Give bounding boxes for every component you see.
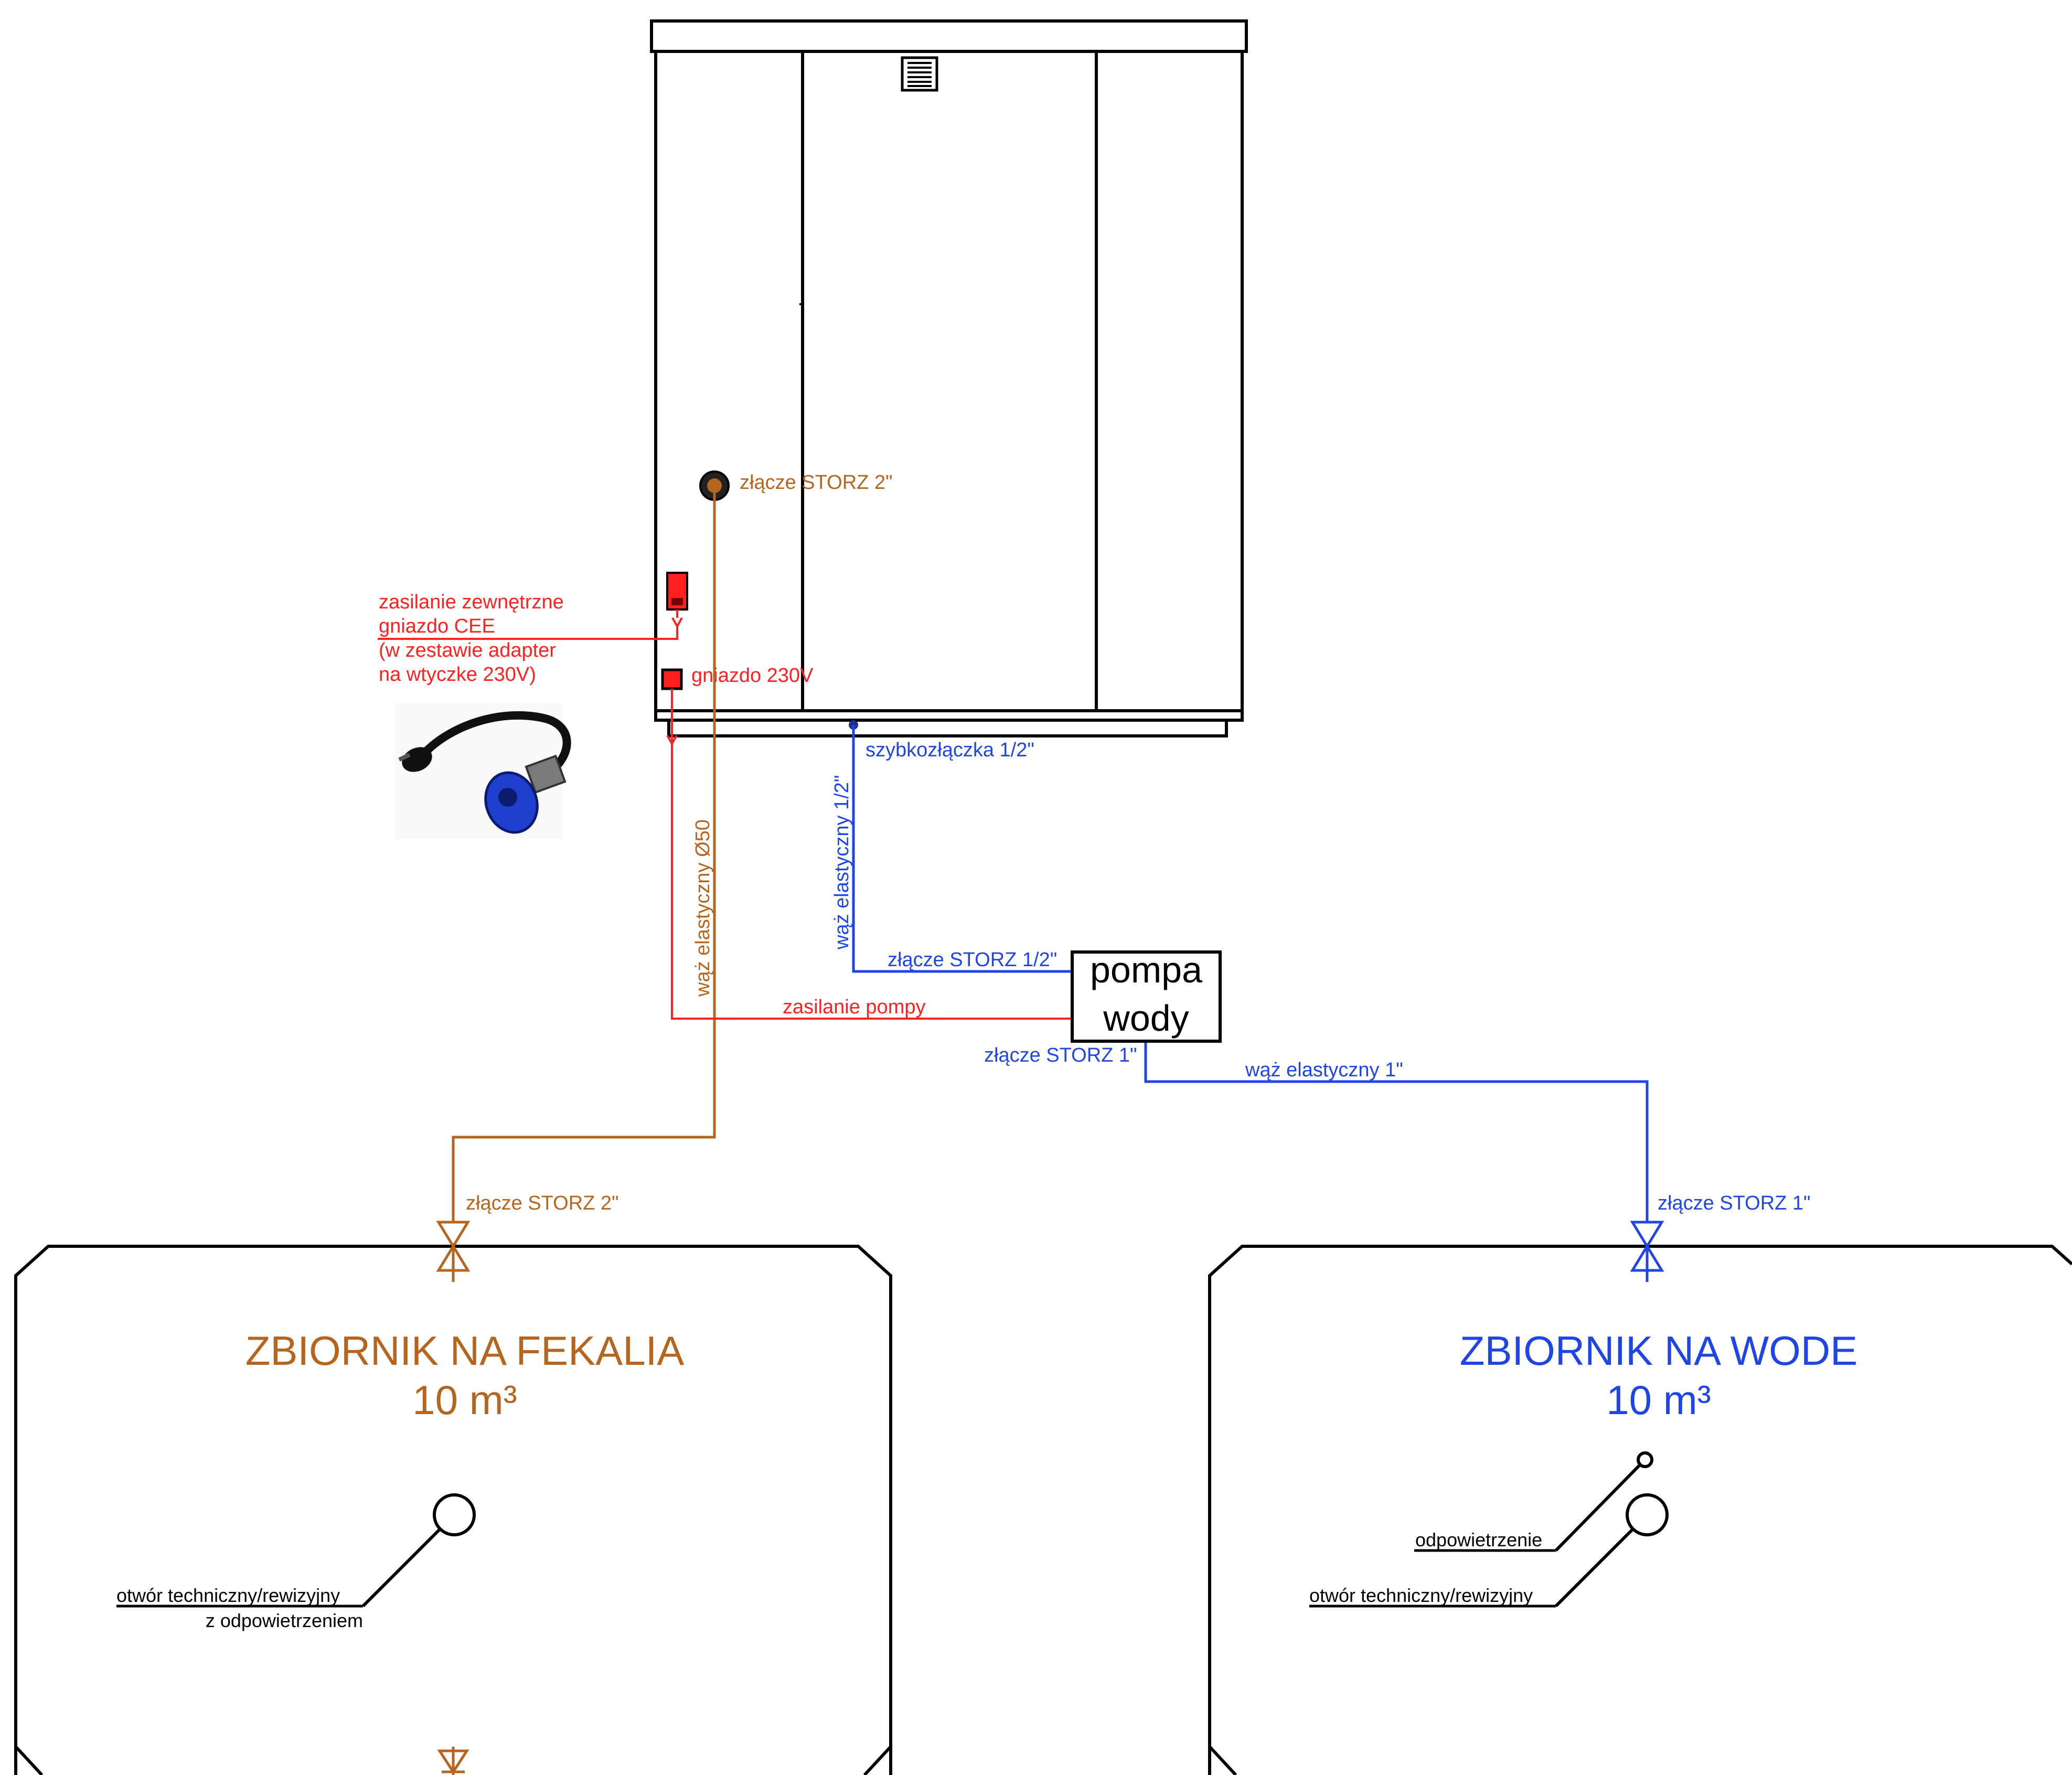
water-tank-volume: 10 m³ xyxy=(1606,1377,1711,1423)
water-hatch-icon xyxy=(1309,1493,1669,1608)
external-power-line-3: (w zestawie adapter xyxy=(379,639,556,661)
storz-half-label: złącze STORZ 1/2" xyxy=(888,949,1057,971)
sewage-tank-bottom-corners xyxy=(14,1745,892,1775)
sewage-tank: złącze STORZ 2" ZBIORNIK NA FEKALIA 10 m… xyxy=(14,1192,892,1775)
unit-skid xyxy=(667,719,1228,737)
sewage-hose-label: wąż elastyczny Ø50 xyxy=(692,819,714,997)
unit-storz-2-label: złącze STORZ 2" xyxy=(740,472,893,494)
water-hose-half-line xyxy=(852,725,1071,973)
water-vent-icon xyxy=(1414,1451,1653,1552)
sewage-tank-title: ZBIORNIK NA FEKALIA xyxy=(245,1328,685,1374)
water-valve-label: złącze STORZ 1" xyxy=(1658,1192,1811,1214)
water-vent-label: odpowietrzenie xyxy=(1415,1529,1542,1551)
pump-label-line-2: wody xyxy=(1103,998,1189,1039)
storz-one-pump-label: złącze STORZ 1" xyxy=(984,1044,1137,1066)
sewage-hatch-label-2: z odpowietrzeniem xyxy=(206,1610,363,1631)
unit-roof xyxy=(650,19,1248,53)
external-power-line xyxy=(378,610,683,640)
water-tank: złącze STORZ 1" ZBIORNIK NA WODE 10 m³ o… xyxy=(1208,1192,2072,1775)
sewage-valve-icon xyxy=(436,1221,471,1282)
quick-coupler-label: szybkozłączka 1/2" xyxy=(866,739,1034,761)
sewage-hose-line xyxy=(452,486,716,1222)
water-hose-one-line xyxy=(1144,1041,1649,1222)
water-hatch-label: otwór techniczny/rewizyjny xyxy=(1309,1585,1533,1606)
sewage-tank-volume: 10 m³ xyxy=(412,1377,517,1423)
water-pump: pompa wody xyxy=(1071,949,1222,1043)
socket-230v-icon xyxy=(661,668,683,690)
water-tank-title: ZBIORNIK NA WODE xyxy=(1460,1328,1857,1374)
external-power-line-1: zasilanie zewnętrzne xyxy=(379,591,564,613)
sewage-hatch-icon xyxy=(116,1493,476,1608)
sewage-valve-label: złącze STORZ 2" xyxy=(466,1192,619,1214)
pump-power-label: zasilanie pompy xyxy=(783,996,925,1018)
water-hose-half-label: wąż elastyczny 1/2" xyxy=(831,775,853,950)
unit-body xyxy=(654,50,1244,720)
cee-socket-icon xyxy=(666,572,688,611)
pump-label-line-1: pompa xyxy=(1090,949,1202,990)
water-tank-bottom-corner xyxy=(1208,1745,1237,1775)
socket-230v-label: gniazdo 230V xyxy=(691,665,814,687)
water-tank-outline xyxy=(1208,1245,2072,1775)
water-hose-one-label: wąż elastyczny 1" xyxy=(1245,1059,1403,1081)
sewage-bottom-valve-icon xyxy=(437,1747,469,1775)
ventilation-grille-icon xyxy=(901,56,938,92)
pump-box xyxy=(1071,950,1222,1043)
hoses: wąż elastyczny Ø50 zasilanie pompy wąż e… xyxy=(452,486,1649,1222)
external-power-line-2: gniazdo CEE xyxy=(379,615,495,637)
sewage-hatch-label-1: otwór techniczny/rewizyjny xyxy=(116,1585,340,1606)
pump-power-line xyxy=(671,689,1071,1020)
pump-power-fork xyxy=(666,735,678,746)
external-power-line-4: na wtyczke 230V) xyxy=(379,664,536,686)
cee-adapter-cable-icon xyxy=(394,703,571,839)
sanitary-unit: złącze STORZ 2" gniazdo 230V zasilanie z… xyxy=(378,19,1248,839)
water-valve-icon xyxy=(1630,1221,1664,1282)
